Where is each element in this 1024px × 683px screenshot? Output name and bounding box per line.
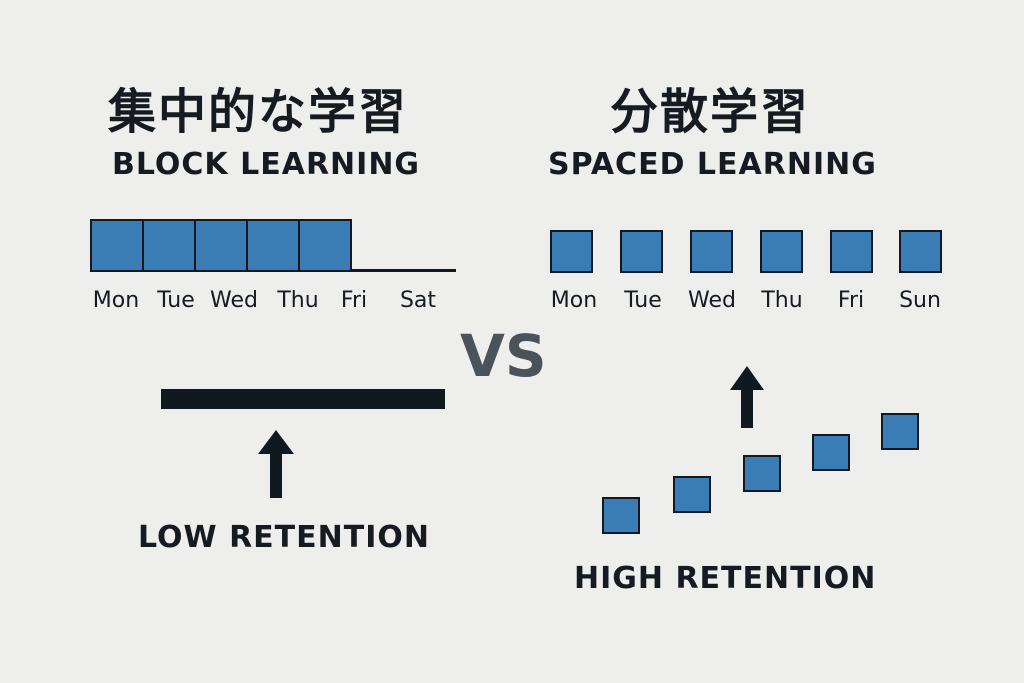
day-label: Sun: [899, 288, 941, 313]
retention-step: [673, 476, 711, 513]
retention-step: [881, 413, 919, 450]
arrow-up-icon: [258, 430, 294, 498]
timeline-line: [350, 269, 456, 272]
day-label: Mon: [92, 288, 140, 313]
block-learning-title: BLOCK LEARNING: [112, 147, 421, 182]
study-block: [298, 219, 352, 272]
flat-retention-bar: [161, 389, 445, 409]
retention-step: [602, 497, 640, 534]
study-block: [90, 219, 144, 272]
study-block: [246, 219, 300, 272]
day-label: Sat: [399, 288, 437, 313]
low-retention-label: LOW RETENTION: [138, 520, 430, 555]
day-label: Fri: [340, 288, 368, 313]
study-block: [194, 219, 248, 272]
retention-step: [812, 434, 850, 471]
retention-step: [743, 455, 781, 492]
study-session: [830, 230, 873, 273]
day-label: Thu: [761, 288, 803, 313]
day-label: Thu: [277, 288, 319, 313]
day-label: Wed: [210, 288, 258, 313]
day-label: Tue: [624, 288, 662, 313]
day-label: Tue: [157, 288, 195, 313]
day-label: Fri: [837, 288, 865, 313]
study-block: [142, 219, 196, 272]
day-label: Mon: [550, 288, 598, 313]
study-session: [899, 230, 942, 273]
study-session: [690, 230, 733, 273]
high-retention-label: HIGH RETENTION: [574, 561, 877, 596]
vs-label: VS: [460, 322, 547, 390]
arrow-up-icon: [730, 366, 764, 428]
day-label: Wed: [688, 288, 736, 313]
study-session: [620, 230, 663, 273]
spaced-learning-title-jp: 分散学習: [610, 84, 811, 140]
block-learning-title-jp: 集中的な学習: [108, 84, 409, 140]
spaced-learning-title: SPACED LEARNING: [548, 147, 877, 182]
study-session: [760, 230, 803, 273]
study-session: [550, 230, 593, 273]
